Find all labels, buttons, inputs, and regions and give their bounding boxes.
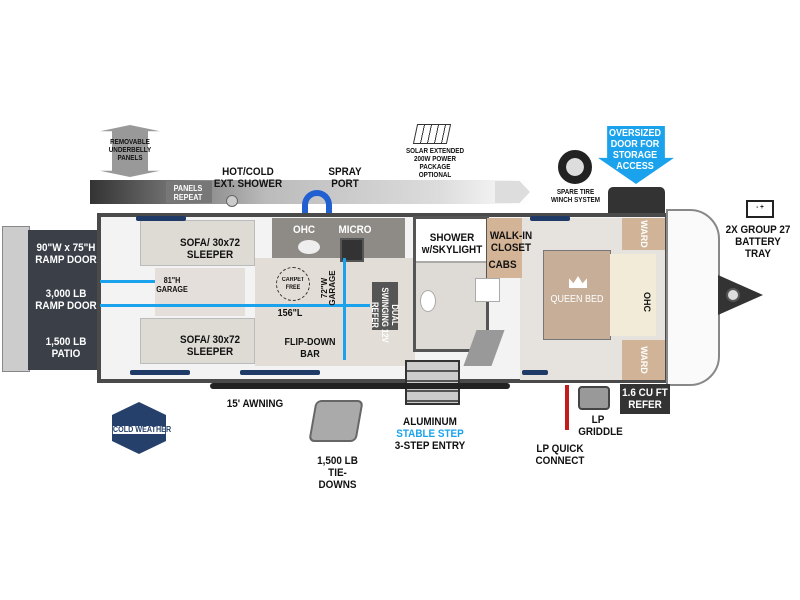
dimension-arrow-156 xyxy=(100,304,370,307)
flip-bar-label: FLIP-DOWN BAR xyxy=(284,337,336,360)
lp-griddle-icon xyxy=(578,386,610,410)
queen-bed-label: QUEEN BED xyxy=(550,294,604,305)
storage-door[interactable] xyxy=(608,187,665,215)
spare-tire-label: SPARE TIRE WINCH SYSTEM xyxy=(550,189,600,204)
tie-down-icon xyxy=(308,400,364,442)
ramp-weight-label: 3,000 LB RAMP DOOR xyxy=(35,288,97,312)
battery-label: 2X GROUP 27 BATTERY TRAY xyxy=(725,224,791,260)
ohc-label: OHC xyxy=(292,224,315,236)
window xyxy=(530,216,570,221)
solar-label: SOLAR EXTENDED 200W POWER PACKAGE OPTION… xyxy=(405,148,465,179)
ext-shower-label: HOT/COLD EXT. SHOWER xyxy=(213,166,283,190)
battery-icon xyxy=(746,200,774,218)
closet xyxy=(487,218,522,278)
cabs-label: CABS xyxy=(488,259,517,271)
kitchen-counter xyxy=(272,218,405,258)
window xyxy=(522,370,548,375)
window xyxy=(136,216,186,221)
ramp-size-label: 90"W x 75"H RAMP DOOR xyxy=(35,242,97,266)
dimension-arrow-81 xyxy=(100,280,155,283)
spray-hose-icon xyxy=(302,190,332,214)
queen-bed xyxy=(543,250,611,340)
panels-repeat-box xyxy=(166,181,212,203)
shower-stall xyxy=(416,219,486,263)
cold-weather-label: COLD WEATHER xyxy=(112,425,172,434)
lp-hose-icon xyxy=(565,385,569,430)
underbelly-label: REMOVABLE UNDERBELLY PANELS xyxy=(108,139,152,162)
front-cap xyxy=(666,209,720,386)
bed-ohc-label: OHC xyxy=(642,292,652,312)
ext-refer-label: 1.6 CU FT REFER xyxy=(622,387,668,411)
ward-top-label: WARD xyxy=(639,220,649,248)
sofa-top xyxy=(140,220,255,266)
entry-steps[interactable] xyxy=(405,360,460,405)
step-label-3: 3-STEP ENTRY xyxy=(394,440,466,452)
refer-box xyxy=(372,282,398,330)
sofa-top-label: SOFA/ 30x72 SLEEPER xyxy=(180,237,240,261)
step-label-1: ALUMINUM xyxy=(403,416,457,428)
ward-bottom-label: WARD xyxy=(639,346,649,374)
spray-port-label: SPRAY PORT xyxy=(328,166,362,190)
bath-sink xyxy=(475,278,500,302)
garage-length-label: 156"L xyxy=(277,308,303,319)
solar-panel-icon xyxy=(412,124,452,144)
dimension-arrow-72 xyxy=(343,258,346,360)
storage-door-label: OVERSIZED DOOR FOR STORAGE ACCESS xyxy=(608,128,662,172)
tie-downs-label: 1,500 LB TIE-DOWNS xyxy=(317,455,358,491)
carpet-free-badge xyxy=(276,267,310,301)
shower-label: SHOWER w/SKYLIGHT xyxy=(421,232,483,256)
lp-quick-label: LP QUICK CONNECT xyxy=(535,443,585,467)
ramp-door-frame xyxy=(2,226,30,372)
battery-symbol: - + xyxy=(756,204,764,211)
kitchen-sink xyxy=(298,240,320,254)
awning-label: 15' AWNING xyxy=(226,398,284,410)
ext-refer-box xyxy=(620,384,670,414)
garage-width-label: 72"W GARAGE xyxy=(320,270,337,306)
hitch-icon xyxy=(726,288,740,302)
ward-bottom xyxy=(622,340,665,380)
micro-label: MICRO xyxy=(338,224,372,236)
carpet-free-label: CARPET FREE xyxy=(281,277,305,291)
closet-label: WALK-IN CLOSET xyxy=(489,230,533,254)
step-label-2: STABLE STEP xyxy=(396,428,464,440)
ward-top xyxy=(622,218,665,250)
shower-fixture-icon xyxy=(226,195,238,207)
sofa-bottom xyxy=(140,318,255,364)
awning-bar xyxy=(210,383,510,389)
sofa-bottom-label: SOFA/ 30x72 SLEEPER xyxy=(180,334,240,358)
panels-repeat-label: PANELS REPEAT xyxy=(173,184,203,202)
bed-head xyxy=(610,254,656,336)
refer-label: DUAL SWINGING 12V REFER xyxy=(370,287,400,343)
spare-tire-icon xyxy=(558,150,592,184)
lp-griddle-label: LP GRIDDLE xyxy=(578,414,623,438)
patio-label: 1,500 LB PATIO xyxy=(45,336,87,360)
chevron-arrow xyxy=(495,181,530,203)
garage-height-label: 81"H GARAGE xyxy=(156,276,188,294)
tongue xyxy=(718,275,763,315)
toilet-icon xyxy=(420,290,436,312)
window xyxy=(130,370,190,375)
ramp-door[interactable] xyxy=(28,230,100,370)
garage-floor xyxy=(155,268,245,316)
window xyxy=(240,370,320,375)
